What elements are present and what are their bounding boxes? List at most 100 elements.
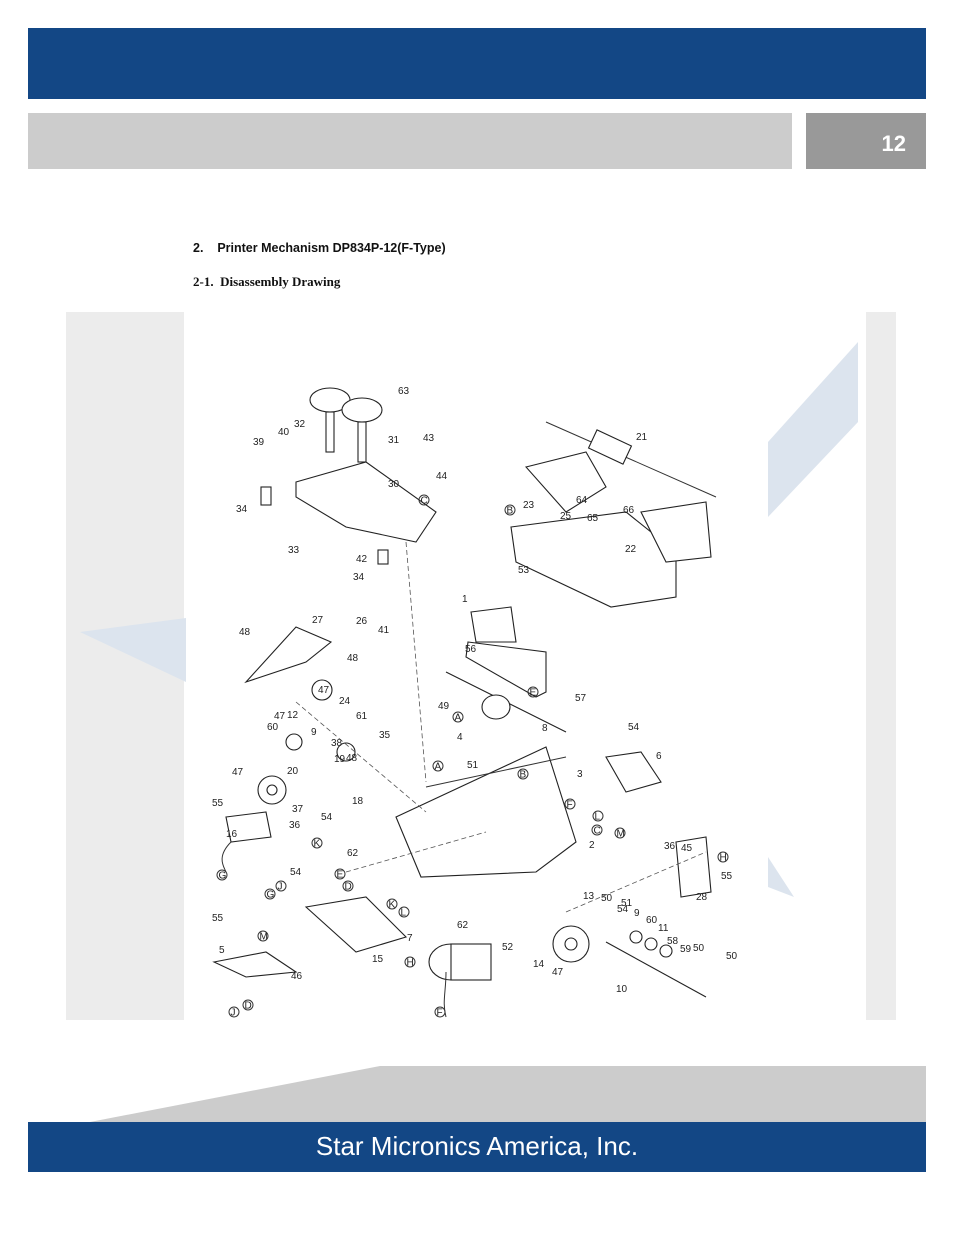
right-decor-triangle: [768, 857, 794, 897]
svg-text:B: B: [520, 770, 527, 781]
svg-text:53: 53: [518, 565, 530, 576]
svg-text:C: C: [594, 826, 601, 837]
svg-text:54: 54: [628, 722, 640, 733]
svg-text:24: 24: [339, 696, 351, 707]
svg-text:62: 62: [347, 848, 359, 859]
svg-text:1: 1: [462, 594, 468, 605]
svg-text:F: F: [567, 800, 573, 811]
svg-text:10: 10: [616, 984, 628, 995]
svg-text:43: 43: [423, 433, 435, 444]
section-title: 2. Printer Mechanism DP834P-12(F-Type): [193, 241, 446, 255]
svg-text:9: 9: [634, 908, 640, 919]
svg-text:47: 47: [318, 685, 330, 696]
svg-text:48: 48: [239, 627, 251, 638]
svg-text:A: A: [455, 713, 462, 724]
svg-text:19: 19: [334, 754, 346, 765]
svg-text:C: C: [421, 496, 428, 507]
svg-text:33: 33: [288, 545, 300, 556]
svg-text:8: 8: [542, 723, 548, 734]
svg-text:D: D: [245, 1001, 252, 1012]
svg-text:27: 27: [312, 615, 324, 626]
svg-text:37: 37: [292, 804, 304, 815]
svg-text:58: 58: [667, 936, 679, 947]
svg-text:57: 57: [575, 693, 587, 704]
svg-text:34: 34: [353, 572, 365, 583]
svg-text:M: M: [617, 829, 625, 840]
svg-text:28: 28: [696, 892, 708, 903]
svg-text:51: 51: [467, 760, 479, 771]
svg-text:56: 56: [465, 644, 477, 655]
svg-text:60: 60: [267, 722, 279, 733]
svg-text:18: 18: [352, 796, 364, 807]
svg-text:40: 40: [278, 427, 290, 438]
footer-gray-wedge: [90, 1066, 926, 1122]
svg-text:20: 20: [287, 766, 299, 777]
subheader-bar: [28, 113, 792, 169]
footer-bar: Star Micronics America, Inc.: [28, 1122, 926, 1172]
svg-text:65: 65: [587, 513, 599, 524]
section-subtitle: 2-1. Disassembly Drawing: [193, 274, 341, 289]
svg-text:64: 64: [576, 495, 588, 506]
svg-text:39: 39: [253, 437, 265, 448]
svg-text:6: 6: [656, 751, 662, 762]
svg-text:42: 42: [356, 554, 368, 565]
svg-text:47: 47: [232, 767, 244, 778]
svg-text:35: 35: [379, 730, 391, 741]
svg-text:E: E: [337, 870, 344, 881]
svg-text:55: 55: [212, 913, 224, 924]
svg-text:H: H: [720, 853, 727, 864]
svg-text:K: K: [389, 900, 396, 911]
svg-text:59: 59: [680, 944, 692, 955]
svg-text:51: 51: [621, 898, 633, 909]
svg-text:47: 47: [274, 711, 286, 722]
page-number: 12: [881, 131, 906, 156]
svg-text:63: 63: [398, 386, 410, 397]
svg-text:E: E: [530, 688, 537, 699]
svg-text:48: 48: [346, 753, 358, 764]
svg-text:16: 16: [226, 829, 238, 840]
svg-text:44: 44: [436, 471, 448, 482]
svg-text:G: G: [219, 871, 227, 882]
svg-text:55: 55: [212, 798, 224, 809]
svg-text:50: 50: [726, 951, 738, 962]
company-name: Star Micronics America, Inc.: [315, 1131, 639, 1161]
svg-text:30: 30: [388, 479, 400, 490]
svg-text:14: 14: [533, 959, 545, 970]
svg-text:M: M: [260, 932, 268, 943]
svg-text:3: 3: [577, 769, 583, 780]
header-bar: [28, 28, 926, 99]
svg-text:G: G: [267, 890, 275, 901]
disassembly-drawing: 63 32 40 39 31 43 44 30 34 33 34 21 23 6…: [66, 312, 896, 1020]
svg-text:31: 31: [388, 435, 400, 446]
svg-text:52: 52: [502, 942, 514, 953]
part-number-labels: 63 32 40 39 31 43 44 30 34 33 34 21 23 6…: [212, 386, 738, 995]
svg-text:D: D: [345, 882, 352, 893]
svg-text:7: 7: [407, 933, 413, 944]
svg-text:11: 11: [658, 923, 669, 934]
svg-text:9: 9: [311, 727, 317, 738]
svg-text:2: 2: [589, 840, 595, 851]
svg-text:26: 26: [356, 616, 368, 627]
svg-text:A: A: [435, 762, 442, 773]
svg-text:49: 49: [438, 701, 450, 712]
svg-text:F: F: [437, 1008, 443, 1019]
svg-text:41: 41: [378, 625, 390, 636]
svg-text:B: B: [507, 506, 514, 517]
svg-text:21: 21: [636, 432, 648, 443]
svg-text:J: J: [278, 882, 283, 893]
svg-text:15: 15: [372, 954, 384, 965]
svg-text:45: 45: [681, 843, 693, 854]
parts-sketch: [212, 387, 717, 1018]
svg-text:54: 54: [321, 812, 333, 823]
svg-text:54: 54: [617, 904, 629, 915]
svg-text:12: 12: [287, 710, 299, 721]
svg-text:L: L: [401, 908, 407, 919]
left-decor-triangle: [80, 618, 186, 682]
svg-text:22: 22: [625, 544, 637, 555]
svg-text:66: 66: [623, 505, 635, 516]
svg-text:J: J: [231, 1008, 236, 1019]
svg-text:54: 54: [290, 867, 302, 878]
svg-text:23: 23: [523, 500, 535, 511]
svg-text:32: 32: [294, 419, 306, 430]
svg-text:4: 4: [457, 732, 463, 743]
